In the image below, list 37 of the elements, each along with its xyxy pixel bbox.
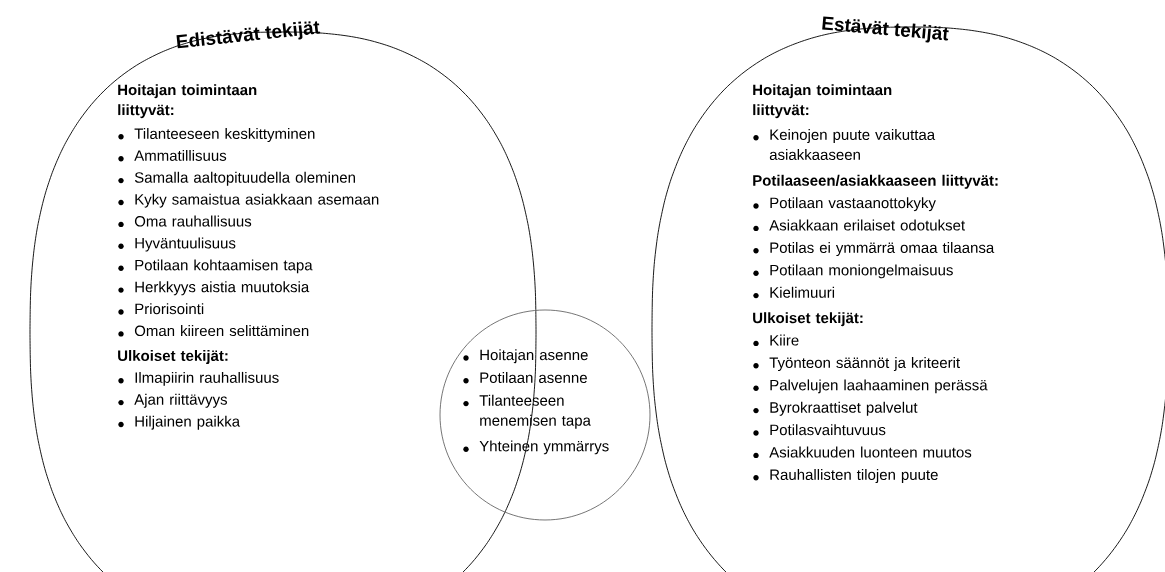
bullet-item: Potilaan vastaanottokyky (753, 197, 936, 212)
bullet-item: Kyky samaistua asiakkaan asemaan (118, 193, 379, 208)
bullet-item: Tilanteeseen menemisen tapa (463, 394, 591, 429)
bullet-item: Herkkyys aistia muutoksia (118, 281, 310, 296)
bullet-item: Ammatillisuus (118, 149, 227, 162)
bullet-item: Samalla aaltopituudella oleminen (118, 171, 355, 186)
bullet-item: Potilaan asenne (463, 372, 587, 384)
section-heading: Hoitajan toimintaan liittyvät: (753, 84, 892, 119)
bullet-item: Asiakkaan erilaiset odotukset (753, 219, 965, 232)
bullet-item: Ajan riittävyys (118, 393, 227, 408)
bullet-item: Hyväntuulisuus (118, 237, 236, 252)
section-heading: Hoitajan toimintaan liittyvät: (118, 84, 257, 119)
bullet-item: Hoitajan asenne (463, 349, 588, 364)
bullet-item: Oman kiireen selittäminen (118, 325, 309, 337)
section-heading: Potilaaseen/asiakkaaseen liittyvät: (753, 174, 998, 189)
bullet-item: Kielimuuri (753, 286, 835, 299)
bullet-item: Priorisointi (118, 303, 204, 315)
bullet-item: Oma rauhallisuus (118, 215, 252, 228)
bullet-item: Hiljainen paikka (118, 415, 241, 430)
bullet-item: Asiakkuuden luonteen muutos (753, 446, 972, 459)
bullet-item: Potilasvaihtuvuus (753, 424, 886, 436)
bullet-item: Byrokraattiset palvelut (753, 401, 918, 416)
bullet-item: Potilaan moniongelmaisuus (753, 264, 953, 279)
bullet-item: Potilaan kohtaamisen tapa (118, 259, 313, 274)
circle-title: Edistävät tekijät (176, 21, 321, 49)
bullet-item: Työnteon säännöt ja kriteerit (753, 357, 960, 371)
bullet-item: Keinojen puute vaikuttaa asiakkaaseen (753, 129, 936, 160)
bullet-item: Ilmapiirin rauhallisuus (118, 371, 279, 386)
bullet-item: Kiire (753, 334, 799, 347)
bullet-item: Yhteinen ymmärrys (463, 440, 609, 455)
bullet-item: Tilanteeseen keskittyminen (118, 128, 315, 142)
section-heading: Ulkoiset tekijät: (753, 312, 863, 327)
section-heading: Ulkoiset tekijät: (118, 350, 228, 364)
bullet-item: Palvelujen laahaaminen perässä (753, 379, 988, 394)
bullet-item: Rauhallisten tilojen puute (753, 469, 938, 483)
circle-title: Estävät tekijät (822, 16, 949, 43)
bullet-item: Potilas ei ymmärrä omaa tilaansa (753, 242, 995, 256)
